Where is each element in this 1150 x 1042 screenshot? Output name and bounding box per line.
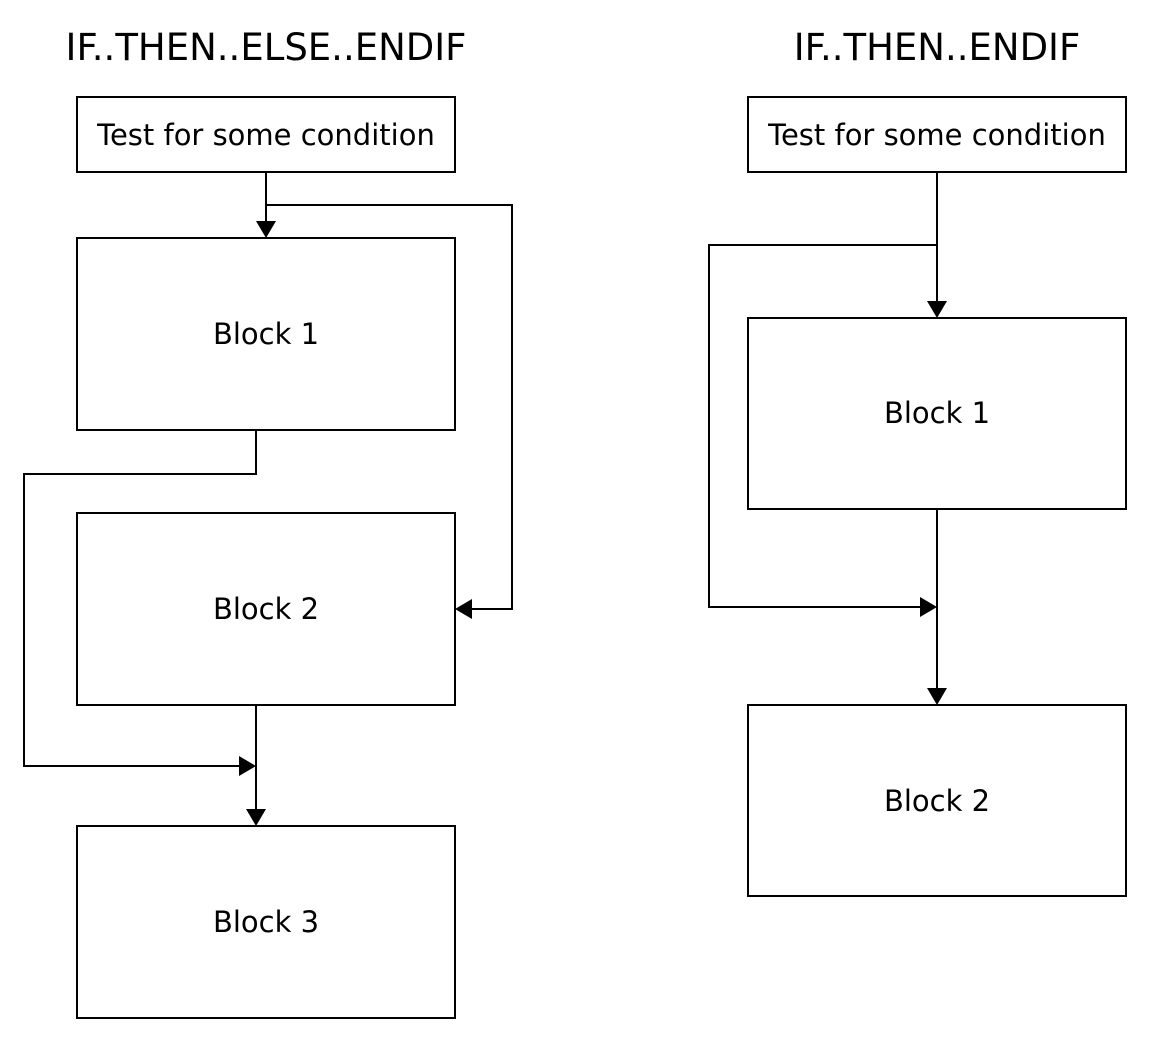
left-block-3-label: Block 3 xyxy=(213,905,319,939)
left-block-2 xyxy=(76,512,456,706)
right-then-arrowhead xyxy=(927,301,947,318)
left-then-arrowhead xyxy=(256,221,276,238)
left-block-2-label: Block 2 xyxy=(213,592,319,626)
left-block-3 xyxy=(76,825,456,1019)
if-then-title: IF..THEN..ENDIF xyxy=(794,26,1081,69)
if-then-else-diagram: IF..THEN..ELSE..ENDIF Test for some cond… xyxy=(23,26,513,1019)
left-test-label: Test for some condition xyxy=(96,118,435,152)
left-block1-exit-connector xyxy=(23,430,257,767)
right-block2-arrowhead xyxy=(927,688,947,705)
left-block-1-label: Block 1 xyxy=(213,317,319,351)
left-block-1 xyxy=(76,237,456,431)
right-test-label: Test for some condition xyxy=(767,118,1106,152)
left-block3-arrowhead xyxy=(246,809,266,826)
right-block-1 xyxy=(747,317,1127,510)
left-block1-exit-arrowhead xyxy=(239,756,256,776)
if-then-else-title: IF..THEN..ELSE..ENDIF xyxy=(66,26,467,69)
right-test-box xyxy=(747,96,1127,173)
left-else-connector xyxy=(266,204,513,610)
left-test-box xyxy=(76,96,456,173)
right-block-2 xyxy=(747,704,1127,897)
right-block-2-label: Block 2 xyxy=(884,784,990,818)
if-then-diagram: IF..THEN..ENDIF Test for some condition … xyxy=(708,26,1127,897)
right-bypass-connector xyxy=(708,244,937,608)
right-bypass-arrowhead xyxy=(920,597,937,617)
right-block-1-label: Block 1 xyxy=(884,396,990,430)
left-else-arrowhead xyxy=(455,599,472,619)
